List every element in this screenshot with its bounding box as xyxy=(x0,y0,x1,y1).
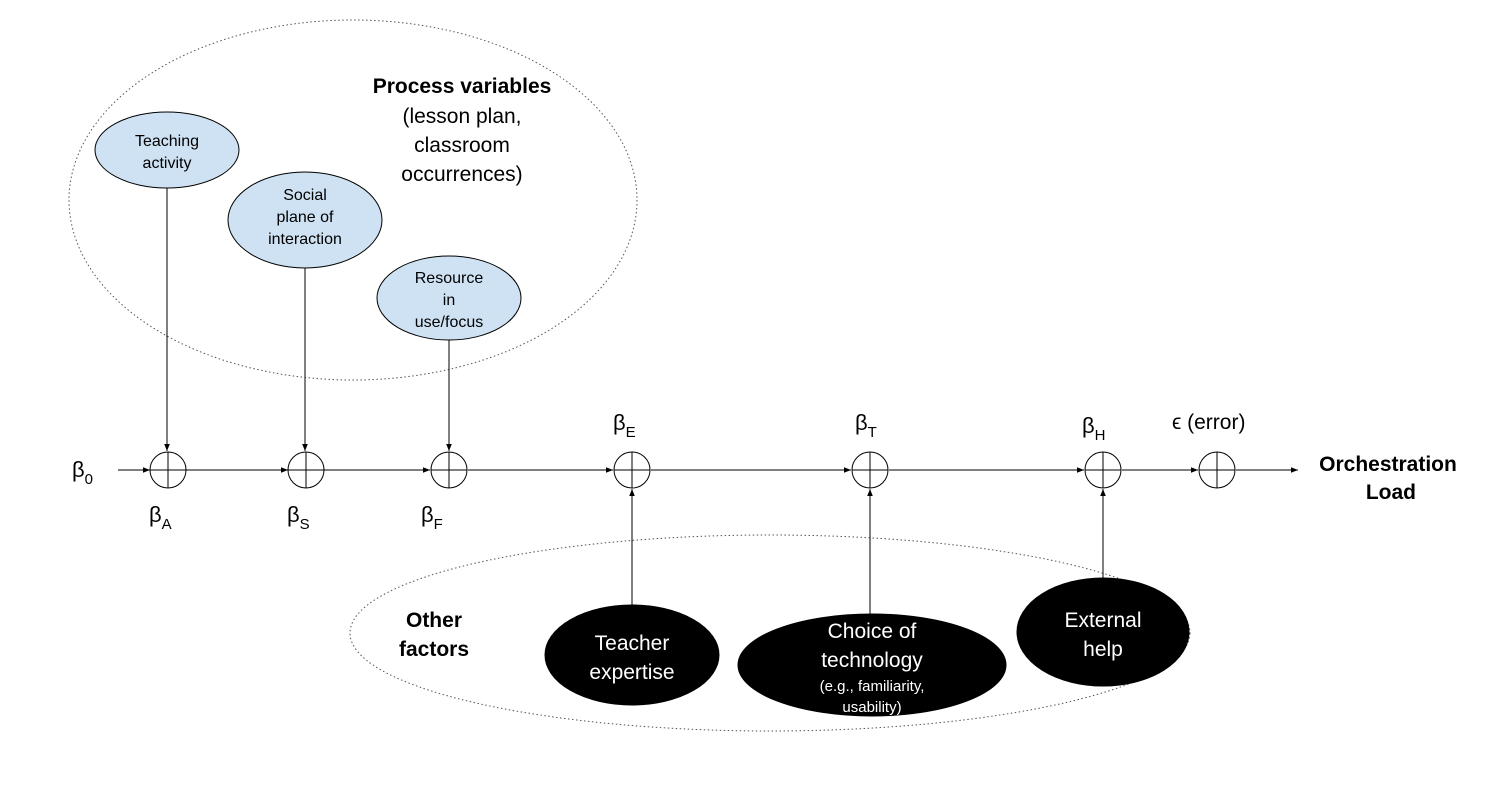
sum-junction xyxy=(287,451,325,489)
error-term-label: ϵ (error) xyxy=(1172,411,1245,434)
node-resource-in-use: Resource in use/focus xyxy=(376,255,522,341)
output-label-1: Orchestration xyxy=(1319,453,1457,476)
coef-beta-0: β0 xyxy=(72,457,93,488)
svg-text:Choice of: Choice of xyxy=(828,620,917,643)
svg-text:activity: activity xyxy=(143,155,192,172)
sum-junction xyxy=(430,451,468,489)
other-factors-group xyxy=(349,534,1191,732)
node-teaching-activity: Teaching activity xyxy=(94,111,240,189)
svg-text:technology: technology xyxy=(821,649,923,672)
svg-text:use/focus: use/focus xyxy=(415,314,483,331)
sum-junction xyxy=(613,451,651,489)
svg-text:in: in xyxy=(443,292,455,309)
other-factors-title-2: factors xyxy=(399,638,469,661)
coef-beta-a: βA xyxy=(149,502,172,533)
coef-beta-s: βS xyxy=(287,502,310,533)
svg-text:interaction: interaction xyxy=(268,231,342,248)
process-variables-subtitle-3: occurrences) xyxy=(401,163,522,186)
coef-beta-t: βT xyxy=(855,410,877,441)
sum-junction xyxy=(149,451,187,489)
process-variables-subtitle-1: (lesson plan, xyxy=(402,105,521,128)
node-social-plane: Social plane of interaction xyxy=(227,171,383,269)
sum-junction xyxy=(851,451,889,489)
process-variables-title: Process variables xyxy=(373,75,552,98)
coef-beta-h: βH xyxy=(1082,413,1106,444)
sum-junction xyxy=(1198,451,1236,489)
node-choice-of-technology: Choice of technology (e.g., familiarity,… xyxy=(737,613,1007,717)
svg-text:plane of: plane of xyxy=(277,209,334,226)
svg-text:expertise: expertise xyxy=(589,661,674,684)
sum-junction xyxy=(1084,451,1122,489)
other-factors-title-1: Other xyxy=(406,609,462,632)
coef-beta-f: βF xyxy=(421,502,443,533)
svg-text:Resource: Resource xyxy=(415,270,484,287)
process-variables-group xyxy=(68,19,638,381)
svg-text:usability): usability) xyxy=(842,699,901,716)
svg-text:Teaching: Teaching xyxy=(135,133,199,150)
svg-text:External: External xyxy=(1064,609,1141,632)
svg-text:Teacher: Teacher xyxy=(595,632,670,655)
output-label-2: Load xyxy=(1366,481,1416,504)
svg-text:help: help xyxy=(1083,638,1123,661)
svg-text:(e.g., familiarity,: (e.g., familiarity, xyxy=(820,678,925,695)
node-external-help: External help xyxy=(1016,577,1190,687)
svg-text:Social: Social xyxy=(283,187,327,204)
process-variables-subtitle-2: classroom xyxy=(414,134,510,157)
node-teacher-expertise: Teacher expertise xyxy=(544,604,720,706)
coef-beta-e: βE xyxy=(613,410,636,441)
